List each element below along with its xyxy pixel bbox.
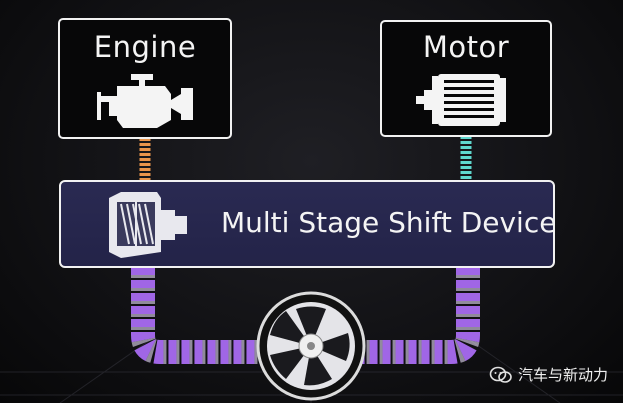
shift-device-label: Multi Stage Shift Device (221, 206, 557, 239)
shift-device-box: Multi Stage Shift Device (59, 180, 557, 268)
motor-link (460, 136, 472, 182)
electric-motor-icon (416, 74, 506, 126)
wheel-icon (256, 291, 366, 401)
engine-box: Engine (58, 18, 232, 139)
engine-icon (97, 74, 193, 128)
watermark: 汽车与新动力 (489, 364, 609, 385)
transmission-icon (109, 192, 187, 258)
motor-title: Motor (422, 30, 510, 64)
watermark-text: 汽车与新动力 (518, 366, 609, 384)
engine-title: Engine (93, 30, 197, 64)
wechat-icon (489, 366, 512, 383)
engine-link (139, 138, 151, 182)
motor-box: Motor (380, 20, 552, 137)
